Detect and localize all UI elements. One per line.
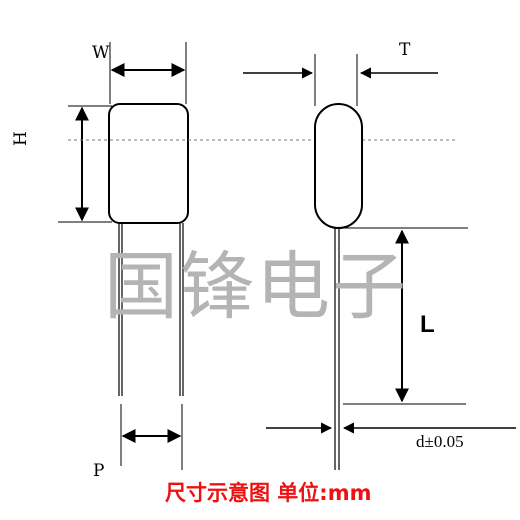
p-label: P — [93, 461, 104, 481]
d-label: d±0.05 — [416, 432, 464, 451]
watermark-text: 国锋电子 — [104, 244, 408, 330]
w-label: W — [92, 43, 110, 63]
capacitor-body-side — [314, 103, 363, 229]
l-label: L — [420, 311, 435, 338]
side-view: T L d±0.05 — [243, 40, 516, 470]
caption-text: 尺寸示意图 单位:mm — [165, 481, 371, 505]
h-label: H — [11, 131, 31, 146]
capacitor-body-front — [108, 103, 189, 224]
t-label: T — [399, 40, 411, 60]
front-view: W H P — [11, 42, 189, 481]
